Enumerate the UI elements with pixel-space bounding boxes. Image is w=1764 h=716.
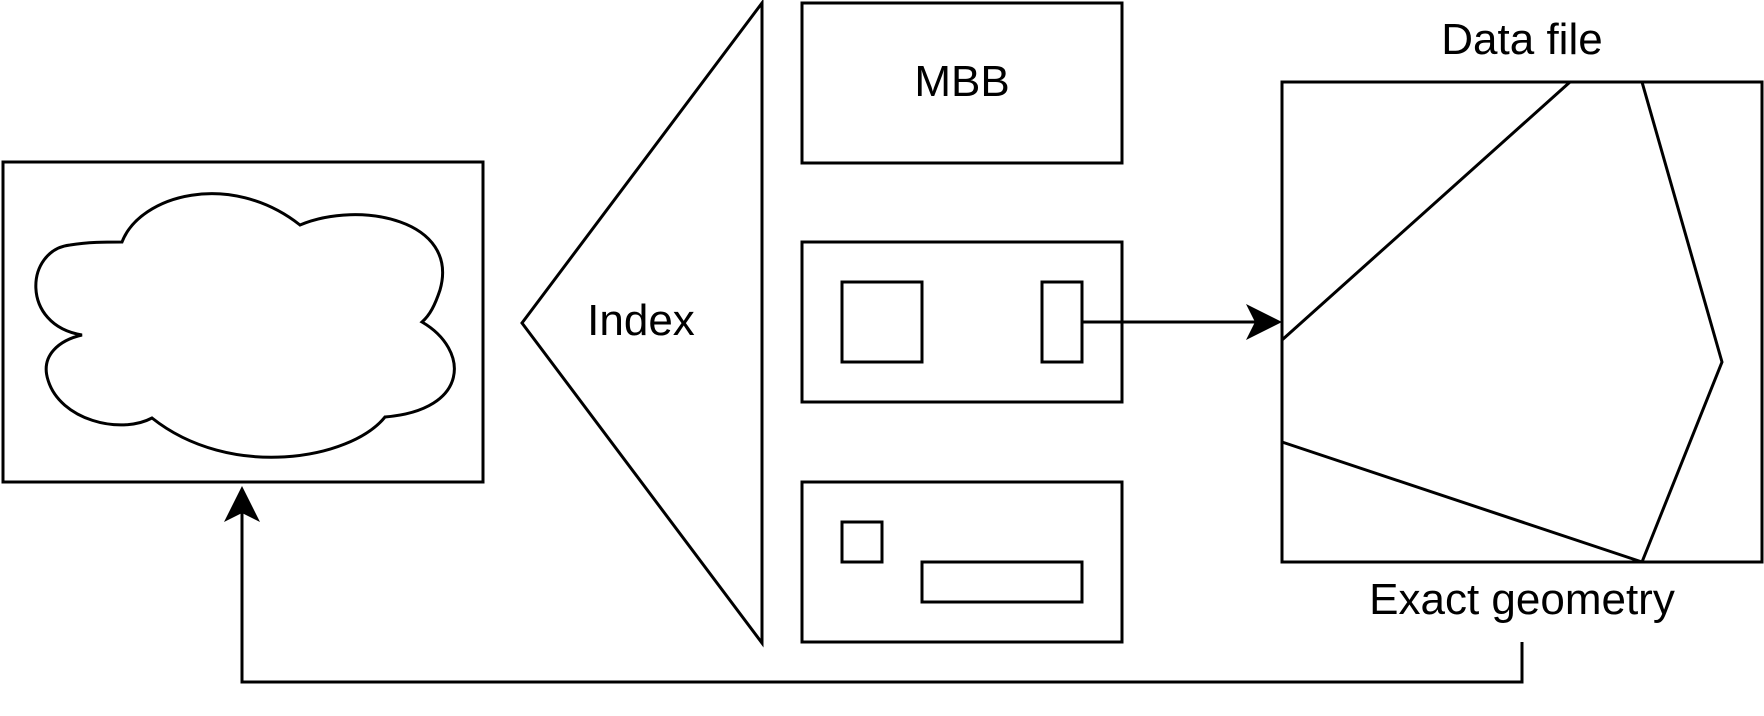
mbb-inner-wide-rect (920, 560, 1084, 604)
mbb-inner-small-square (840, 520, 884, 564)
mbb-label: MBB (914, 57, 1009, 106)
data-file-edge-2 (1640, 81, 1724, 563)
index-triangle (520, 0, 764, 648)
mbb-node-3 (800, 480, 1124, 644)
mbb-inner-narrow-rect (1040, 280, 1084, 364)
mbb-inner-square (840, 280, 924, 364)
data-file-label: Data file (1441, 15, 1602, 64)
data-file-box (1280, 80, 1764, 564)
return-arrow (224, 486, 1524, 684)
query-cloud-shape (34, 192, 456, 459)
data-file-edge-3 (1281, 440, 1643, 564)
query-box (1, 160, 485, 484)
exact-geometry-label: Exact geometry (1369, 575, 1675, 624)
data-file-edge-1 (1280, 80, 1572, 342)
mbb-node-2 (800, 240, 1124, 404)
mbb-node-1 (800, 1, 1124, 165)
index-label: Index (587, 296, 695, 345)
